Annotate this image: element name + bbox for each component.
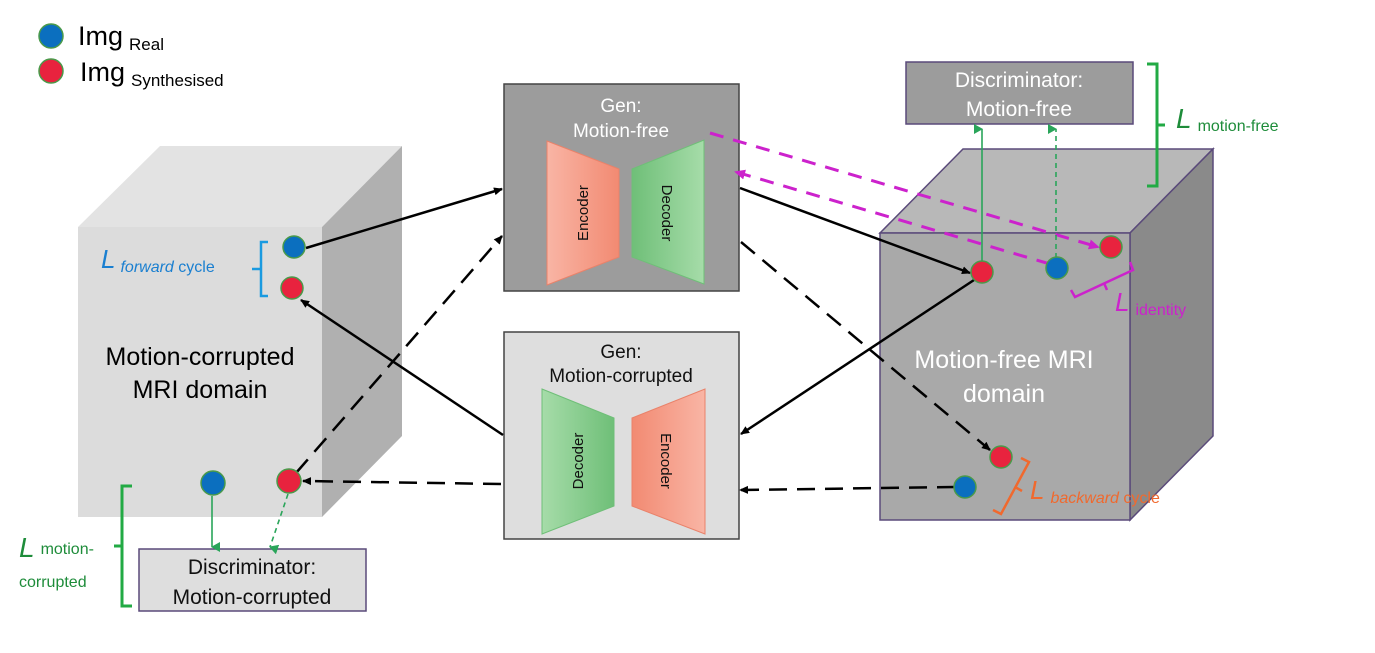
disc-corrupted-title-1: Discriminator: [188,556,316,579]
backward-cycle-bracket [992,456,1031,516]
real-free-dot [1045,256,1069,280]
encoder-block [631,388,706,535]
synth-corrupted-dot [276,468,302,494]
arrow-gen-corrupted-to-synth [302,477,502,486]
real-free-dot-2 [953,475,977,499]
legend-synth-dot [38,58,64,84]
decoder-block [541,388,615,535]
generator-motion-free: Gen: Motion-free Encoder Decoder [503,83,740,292]
synth-free-dot [970,260,994,284]
decoder-block [631,139,705,285]
motion-corrupted-label-2: corrupted [19,574,87,591]
arrow-real-free-to-gen-free [734,169,1051,266]
identity-arrows [709,131,1100,266]
arrow-gen-free-to-synth-free [739,186,971,275]
encoder-label: Encoder [575,185,592,241]
motion-corrupted-bracket [114,484,132,608]
arrow-real-to-gen-free [305,187,503,250]
motion-corrupted-domain-label-2: MRI domain [133,376,268,404]
real-corrupted-dot-2 [200,470,226,496]
gen-free-title-2: Motion-free [573,121,669,142]
decoder-label: Decoder [658,185,675,242]
disc-free-title-1: Discriminator: [955,69,1083,92]
motion-free-domain-cube: Motion-free MRI domain [878,147,1215,522]
gen-free-title-1: Gen: [600,96,641,117]
image-dots [200,235,1123,499]
motion-free-domain-label: Motion-free MRI [914,346,1093,374]
discriminator-arrows [211,124,1057,555]
gen-corrupted-title-1: Gen: [600,342,641,363]
identity-free-dot [1099,235,1123,259]
motion-corrupted-domain-cube: Motion-corrupted MRI domain [78,146,402,517]
generator-motion-corrupted: Gen: Motion-corrupted Decoder Encoder [503,331,740,540]
encoder-label: Encoder [657,433,674,489]
arrow-gen-corrupted-to-recon [300,298,504,437]
real-corrupted-dot [282,235,306,259]
recon-corrupted-dot [280,276,304,300]
arrow-real-free-to-gen-corrupted [739,485,956,494]
disc-free-title-2: Motion-free [966,98,1072,121]
gen-corrupted-title-2: Motion-corrupted [549,366,693,387]
forward-cycle-bracket [252,240,268,298]
motion-free-domain-label-2: domain [963,380,1045,408]
motion-corrupted-domain-label: Motion-corrupted [106,343,295,371]
flow-arrows [295,186,991,494]
decoder-label: Decoder [570,433,587,490]
arrow-synth-to-gen-free [295,235,503,474]
discriminator-motion-free: Discriminator: Motion-free [905,61,1134,125]
discriminator-motion-corrupted: Discriminator: Motion-corrupted [138,548,367,612]
motion-free-bracket [1147,62,1165,188]
identity-bracket [1069,261,1135,299]
arrow-to-disc-corrupted-dashed [269,493,289,555]
encoder-block [546,140,620,286]
legend-real-dot [38,23,64,49]
recon-free-dot [989,445,1013,469]
disc-corrupted-title-2: Motion-corrupted [173,586,332,609]
arrow-gen-free-to-identity [709,131,1100,250]
arrow-synth-free-to-gen-corrupted [740,278,975,436]
